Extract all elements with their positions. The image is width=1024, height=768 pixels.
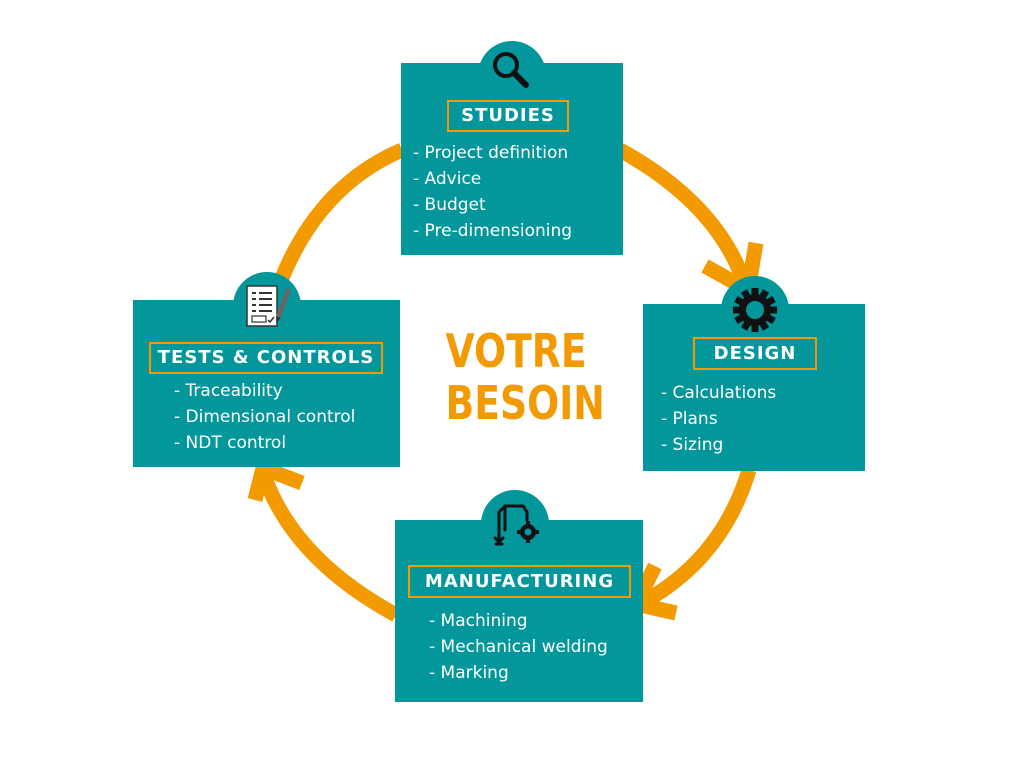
list-item: - Advice xyxy=(413,169,482,189)
list-item: - Machining xyxy=(429,611,528,631)
list-item: - Sizing xyxy=(661,435,724,455)
manufacturing-list: - Machining - Mechanical welding - Marki… xyxy=(429,608,608,686)
tests-controls-list: - Traceability - Dimensional control - N… xyxy=(174,378,355,456)
arc-design-to-manufacturing xyxy=(636,467,757,611)
studies-title: STUDIES xyxy=(447,100,569,132)
gear-icon xyxy=(731,286,779,334)
list-item: - Marking xyxy=(429,663,509,683)
checklist-icon xyxy=(243,282,292,330)
list-item: - Dimensional control xyxy=(174,407,356,427)
arc-studies-to-design xyxy=(616,143,754,291)
list-item: - Project definition xyxy=(413,143,569,163)
arrowhead-tests xyxy=(247,457,305,502)
arc-manufacturing-to-tests xyxy=(257,475,400,622)
tests-controls-card: TESTS & CONTROLS - Traceability - Dimens… xyxy=(133,272,400,467)
design-list: - Calculations - Plans - Sizing xyxy=(661,380,776,458)
center-title-line1: VOTRE xyxy=(445,324,587,378)
center-title-line2: BESOIN xyxy=(445,376,605,430)
list-item: - Plans xyxy=(661,409,718,429)
manufacturing-title: MANUFACTURING xyxy=(408,565,631,598)
list-item: - Budget xyxy=(413,195,486,215)
magnifier-icon xyxy=(487,47,535,95)
list-item: - NDT control xyxy=(174,433,287,453)
robot-arm-icon xyxy=(491,500,539,548)
center-title: VOTRE BESOIN xyxy=(445,324,605,430)
design-title: DESIGN xyxy=(693,337,817,370)
tests-controls-title: TESTS & CONTROLS xyxy=(149,342,383,374)
design-card: DESIGN - Calculations - Plans - Sizing xyxy=(643,276,865,471)
manufacturing-card: MANUFACTURING - Machining - Mechanical w… xyxy=(395,490,643,702)
list-item: - Mechanical welding xyxy=(429,637,608,657)
arc-tests-to-studies xyxy=(275,143,405,281)
list-item: - Calculations xyxy=(661,383,777,403)
list-item: - Traceability xyxy=(174,381,283,401)
studies-list: - Project definition - Advice - Budget -… xyxy=(413,140,572,244)
studies-card: STUDIES - Project definition - Advice - … xyxy=(401,41,623,255)
list-item: - Pre-dimensioning xyxy=(413,221,573,241)
